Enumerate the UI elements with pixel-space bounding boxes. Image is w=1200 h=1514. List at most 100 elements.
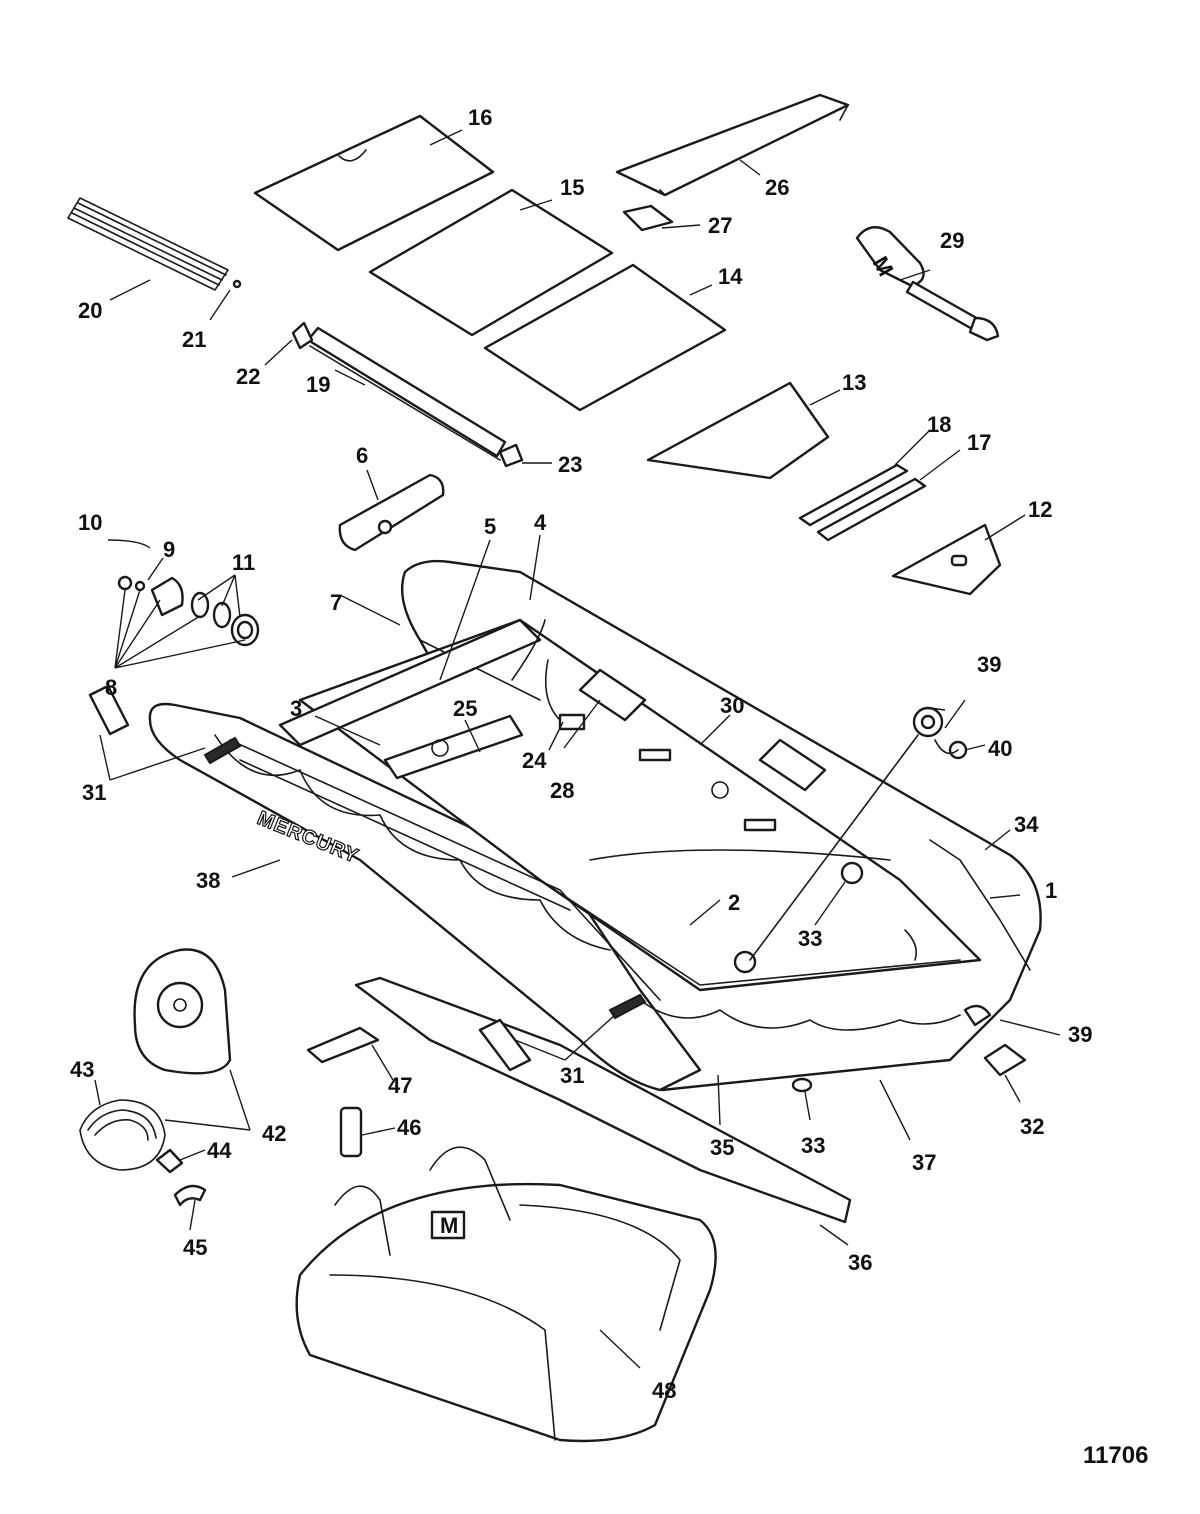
handle-31-bow: [203, 736, 242, 765]
callout-17: 17: [967, 430, 991, 455]
oarlock-28a: [578, 668, 647, 722]
callout-9: 9: [163, 537, 175, 562]
lifeline: [214, 734, 611, 951]
label-30b: [743, 818, 777, 832]
callout-49: 48: [652, 1378, 676, 1403]
bag-mark-box: [430, 1210, 466, 1240]
callout-18: 18: [927, 412, 951, 437]
callout-24: 24: [522, 748, 547, 773]
handle-31-stern: [608, 993, 647, 1020]
callout-28: 28: [550, 778, 574, 803]
glue-tube-48: [306, 1026, 380, 1064]
callout-3: 3: [290, 696, 302, 721]
callout-37: 36: [848, 1250, 872, 1275]
callout-27: 27: [708, 213, 732, 238]
callout-41: 39: [977, 652, 1001, 677]
transom-13: [646, 381, 830, 480]
callout-31b: 31: [560, 1063, 584, 1088]
callout-30: 30: [720, 693, 744, 718]
keel-strip-20: [67, 197, 229, 291]
callout-2: 2: [728, 890, 740, 915]
inner-tube-4: [511, 619, 561, 721]
valve-part-9: [134, 580, 146, 592]
drain-plug-33: [791, 1077, 813, 1093]
strip-17: [816, 477, 927, 542]
adapter-46: [173, 1184, 207, 1207]
callout-7: 7: [330, 590, 342, 615]
callout-40: 39: [1068, 1022, 1092, 1047]
callout-13: 13: [842, 370, 866, 395]
callout-35: 34: [1014, 812, 1039, 837]
callout-11: 11: [232, 550, 255, 575]
adapter-45: [155, 1148, 184, 1174]
callout-5: 5: [484, 514, 496, 539]
callout-1: 1: [1045, 878, 1057, 903]
strip-18: [798, 463, 909, 527]
floorboard-15: [368, 188, 614, 337]
callout-22: 22: [236, 364, 260, 389]
bag-strap-2: [329, 1204, 681, 1441]
callout-42: 40: [988, 736, 1012, 761]
callout-29: 29: [940, 228, 964, 253]
callout-36: 35: [710, 1135, 734, 1160]
label-30a: [638, 748, 672, 762]
boat-left-tube: [148, 702, 702, 1092]
callout-32: 32: [1020, 1114, 1044, 1139]
callout-23: 23: [558, 452, 582, 477]
seat-26: [615, 93, 850, 197]
bag-mark: M: [440, 1213, 458, 1238]
bag-strap-1: [334, 1146, 511, 1256]
callout-25: 25: [453, 696, 477, 721]
keel-guard-37: [354, 976, 852, 1224]
valve-part-10: [117, 575, 133, 591]
handle-31-left: [88, 684, 130, 736]
callout-20: 20: [78, 298, 102, 323]
callout-12: 12: [1028, 497, 1052, 522]
hose-44: [79, 1099, 166, 1171]
transom-plate-32: [983, 1043, 1027, 1077]
handle-31-side: [478, 1018, 532, 1072]
callout-46: 45: [183, 1235, 207, 1260]
callout-8: 8: [105, 675, 117, 700]
callout-15: 15: [560, 175, 584, 200]
callout-14: 14: [718, 264, 743, 289]
bracket-22: [291, 321, 314, 350]
callout-34: 33: [798, 926, 822, 951]
callout-47: 46: [397, 1115, 421, 1140]
floorboard-14: [483, 263, 727, 412]
bracket-23: [498, 443, 524, 468]
callout-4: 4: [534, 510, 547, 535]
end-cap-21: [232, 279, 242, 289]
callout-38: 37: [912, 1150, 936, 1175]
transom-plate-12: [891, 523, 1002, 596]
floor-valve: [733, 950, 757, 974]
bench-3: [278, 618, 542, 747]
seat-cushion-6: [338, 473, 445, 552]
callout-43: 42: [262, 1121, 286, 1146]
floorboard-16: [253, 114, 495, 252]
callout-31a: 31: [82, 780, 106, 805]
bench-25: [383, 714, 524, 780]
o-ring-11b: [212, 601, 232, 629]
clip-27: [622, 204, 674, 232]
drain-valve-34: [840, 861, 864, 885]
valve-body: [150, 576, 184, 617]
callout-26: 26: [765, 175, 789, 200]
callout-21: 21: [182, 327, 206, 352]
figure-id: 11706: [1083, 1442, 1148, 1469]
o-ring-11a: [190, 591, 210, 619]
towing-eye-40: [963, 1004, 992, 1027]
callout-10: 10: [78, 510, 102, 535]
lifeline-stern: [639, 999, 961, 1031]
canister-47: [339, 1106, 363, 1158]
callout-48: 47: [388, 1073, 412, 1098]
callout-19: 19: [306, 372, 330, 397]
stringer-19: [306, 326, 507, 458]
callout-33: 33: [801, 1133, 825, 1158]
callout-39: 38: [196, 868, 220, 893]
callout-45: 44: [207, 1138, 232, 1163]
rope-35: [929, 839, 1031, 971]
callout-44: 43: [70, 1057, 94, 1082]
oarlock-28b: [758, 738, 827, 792]
